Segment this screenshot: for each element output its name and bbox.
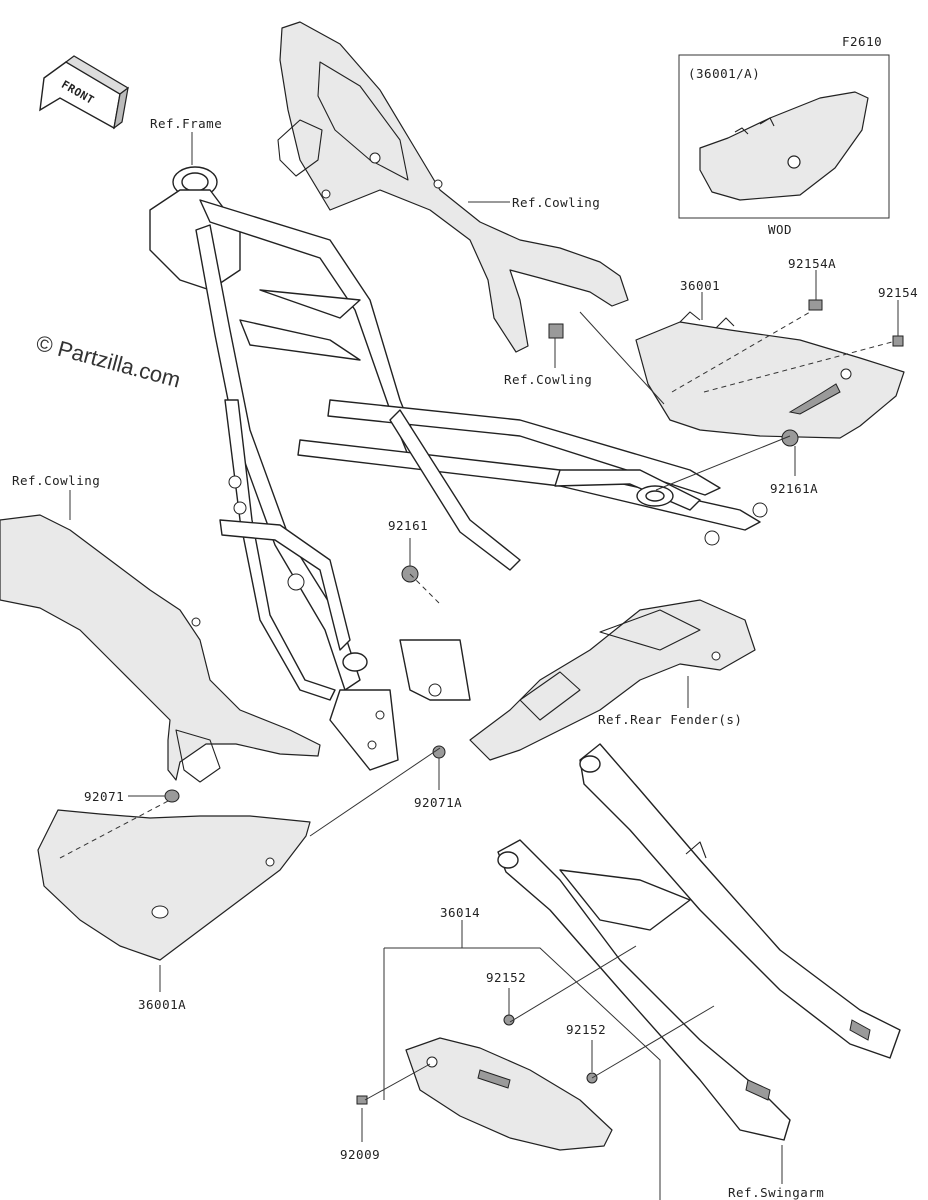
rear-fender-illustration	[469, 599, 756, 761]
label-ref-rear-fender: Ref.Rear Fender(s)	[598, 712, 743, 727]
side-cover-right-illustration	[635, 311, 905, 439]
inset-cover-illustration	[699, 91, 869, 201]
label-ref-swingarm: Ref.Swingarm	[728, 1185, 825, 1200]
diagram-code: F2610	[842, 34, 883, 49]
part-number-92009: 92009	[340, 1147, 381, 1162]
part-number-92161: 92161	[388, 518, 429, 533]
frame-illustration	[149, 166, 768, 771]
part-number-92071a: 92071A	[414, 795, 463, 810]
part-number-36001: 36001	[680, 278, 721, 293]
front-cowling-illustration	[277, 21, 629, 353]
part-number-36014: 36014	[440, 905, 481, 920]
part-number-92154a: 92154A	[788, 256, 837, 271]
part-number-92152-a: 92152	[486, 970, 527, 985]
side-cover-left-illustration	[37, 809, 311, 961]
part-number-92071: 92071	[84, 789, 125, 804]
chain-guard-illustration	[405, 1037, 613, 1151]
label-ref-cowling-left: Ref.Cowling	[12, 473, 101, 488]
leader-lines	[59, 132, 899, 1200]
inset-caption: WOD	[768, 222, 793, 237]
part-number-92154: 92154	[878, 285, 919, 300]
inset-title: (36001/A)	[688, 66, 761, 81]
part-number-92152-b: 92152	[566, 1022, 607, 1037]
label-ref-frame: Ref.Frame	[150, 116, 223, 131]
part-number-36001a: 36001A	[138, 997, 187, 1012]
label-ref-cowling-top: Ref.Cowling	[512, 195, 601, 210]
left-cowling-illustration	[0, 514, 321, 783]
label-ref-cowling-mid: Ref.Cowling	[504, 372, 593, 387]
front-arrow-icon	[39, 55, 130, 130]
part-number-92161a: 92161A	[770, 481, 819, 496]
swingarm-illustration	[497, 743, 901, 1141]
